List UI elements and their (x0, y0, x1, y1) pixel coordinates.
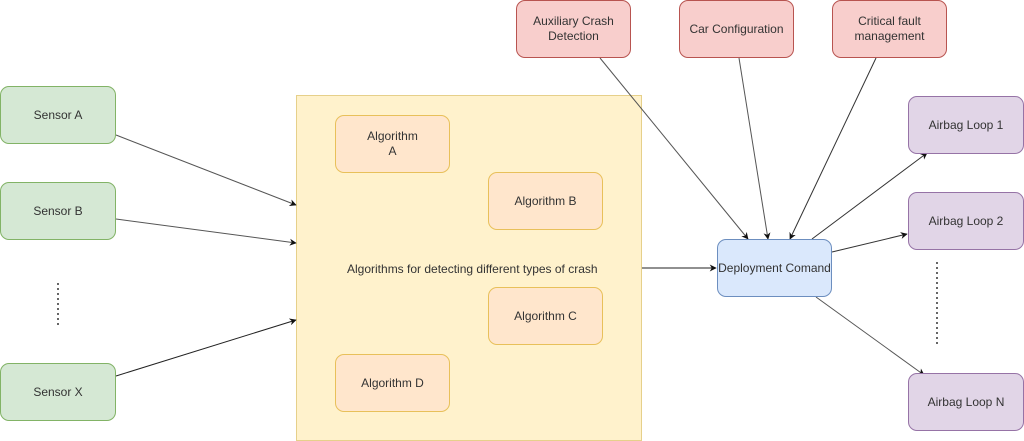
edge-sensor-a-to-algorithms (115, 134, 297, 206)
edge-sensor-b-to-algorithms (115, 218, 297, 246)
algorithm-container-label: Algorithms for detecting different types… (347, 262, 598, 276)
airbag-loop-n-node[interactable]: Airbag Loop N (908, 373, 1024, 431)
edge-critical-to-deployment (789, 57, 877, 240)
algorithm-a-node[interactable]: Algorithm A (335, 115, 450, 173)
edge-deployment-to-airbag-n (815, 296, 925, 376)
algorithm-d-node[interactable]: Algorithm D (335, 354, 450, 412)
sensor-a-node[interactable]: Sensor A (0, 86, 116, 144)
edge-carconfig-to-deployment (738, 57, 771, 240)
edge-deployment-to-airbag-1 (811, 152, 928, 240)
edge-sensor-x-to-algorithms (115, 318, 297, 377)
critical-fault-management-node[interactable]: Critical fault management (832, 0, 947, 58)
edge-deployment-to-airbag-2 (831, 232, 908, 253)
algorithm-b-node[interactable]: Algorithm B (488, 172, 603, 230)
auxiliary-crash-detection-node[interactable]: Auxiliary Crash Detection (516, 0, 631, 58)
algorithm-c-node[interactable]: Algorithm C (488, 287, 603, 345)
sensor-x-node[interactable]: Sensor X (0, 363, 116, 421)
car-configuration-node[interactable]: Car Configuration (679, 0, 794, 58)
edge-auxiliary-to-deployment (599, 57, 749, 240)
deployment-command-node[interactable]: Deployment Comand (717, 239, 832, 297)
airbag-loop-1-node[interactable]: Airbag Loop 1 (908, 96, 1024, 154)
airbag-loop-2-node[interactable]: Airbag Loop 2 (908, 192, 1024, 250)
sensor-b-node[interactable]: Sensor B (0, 182, 116, 240)
